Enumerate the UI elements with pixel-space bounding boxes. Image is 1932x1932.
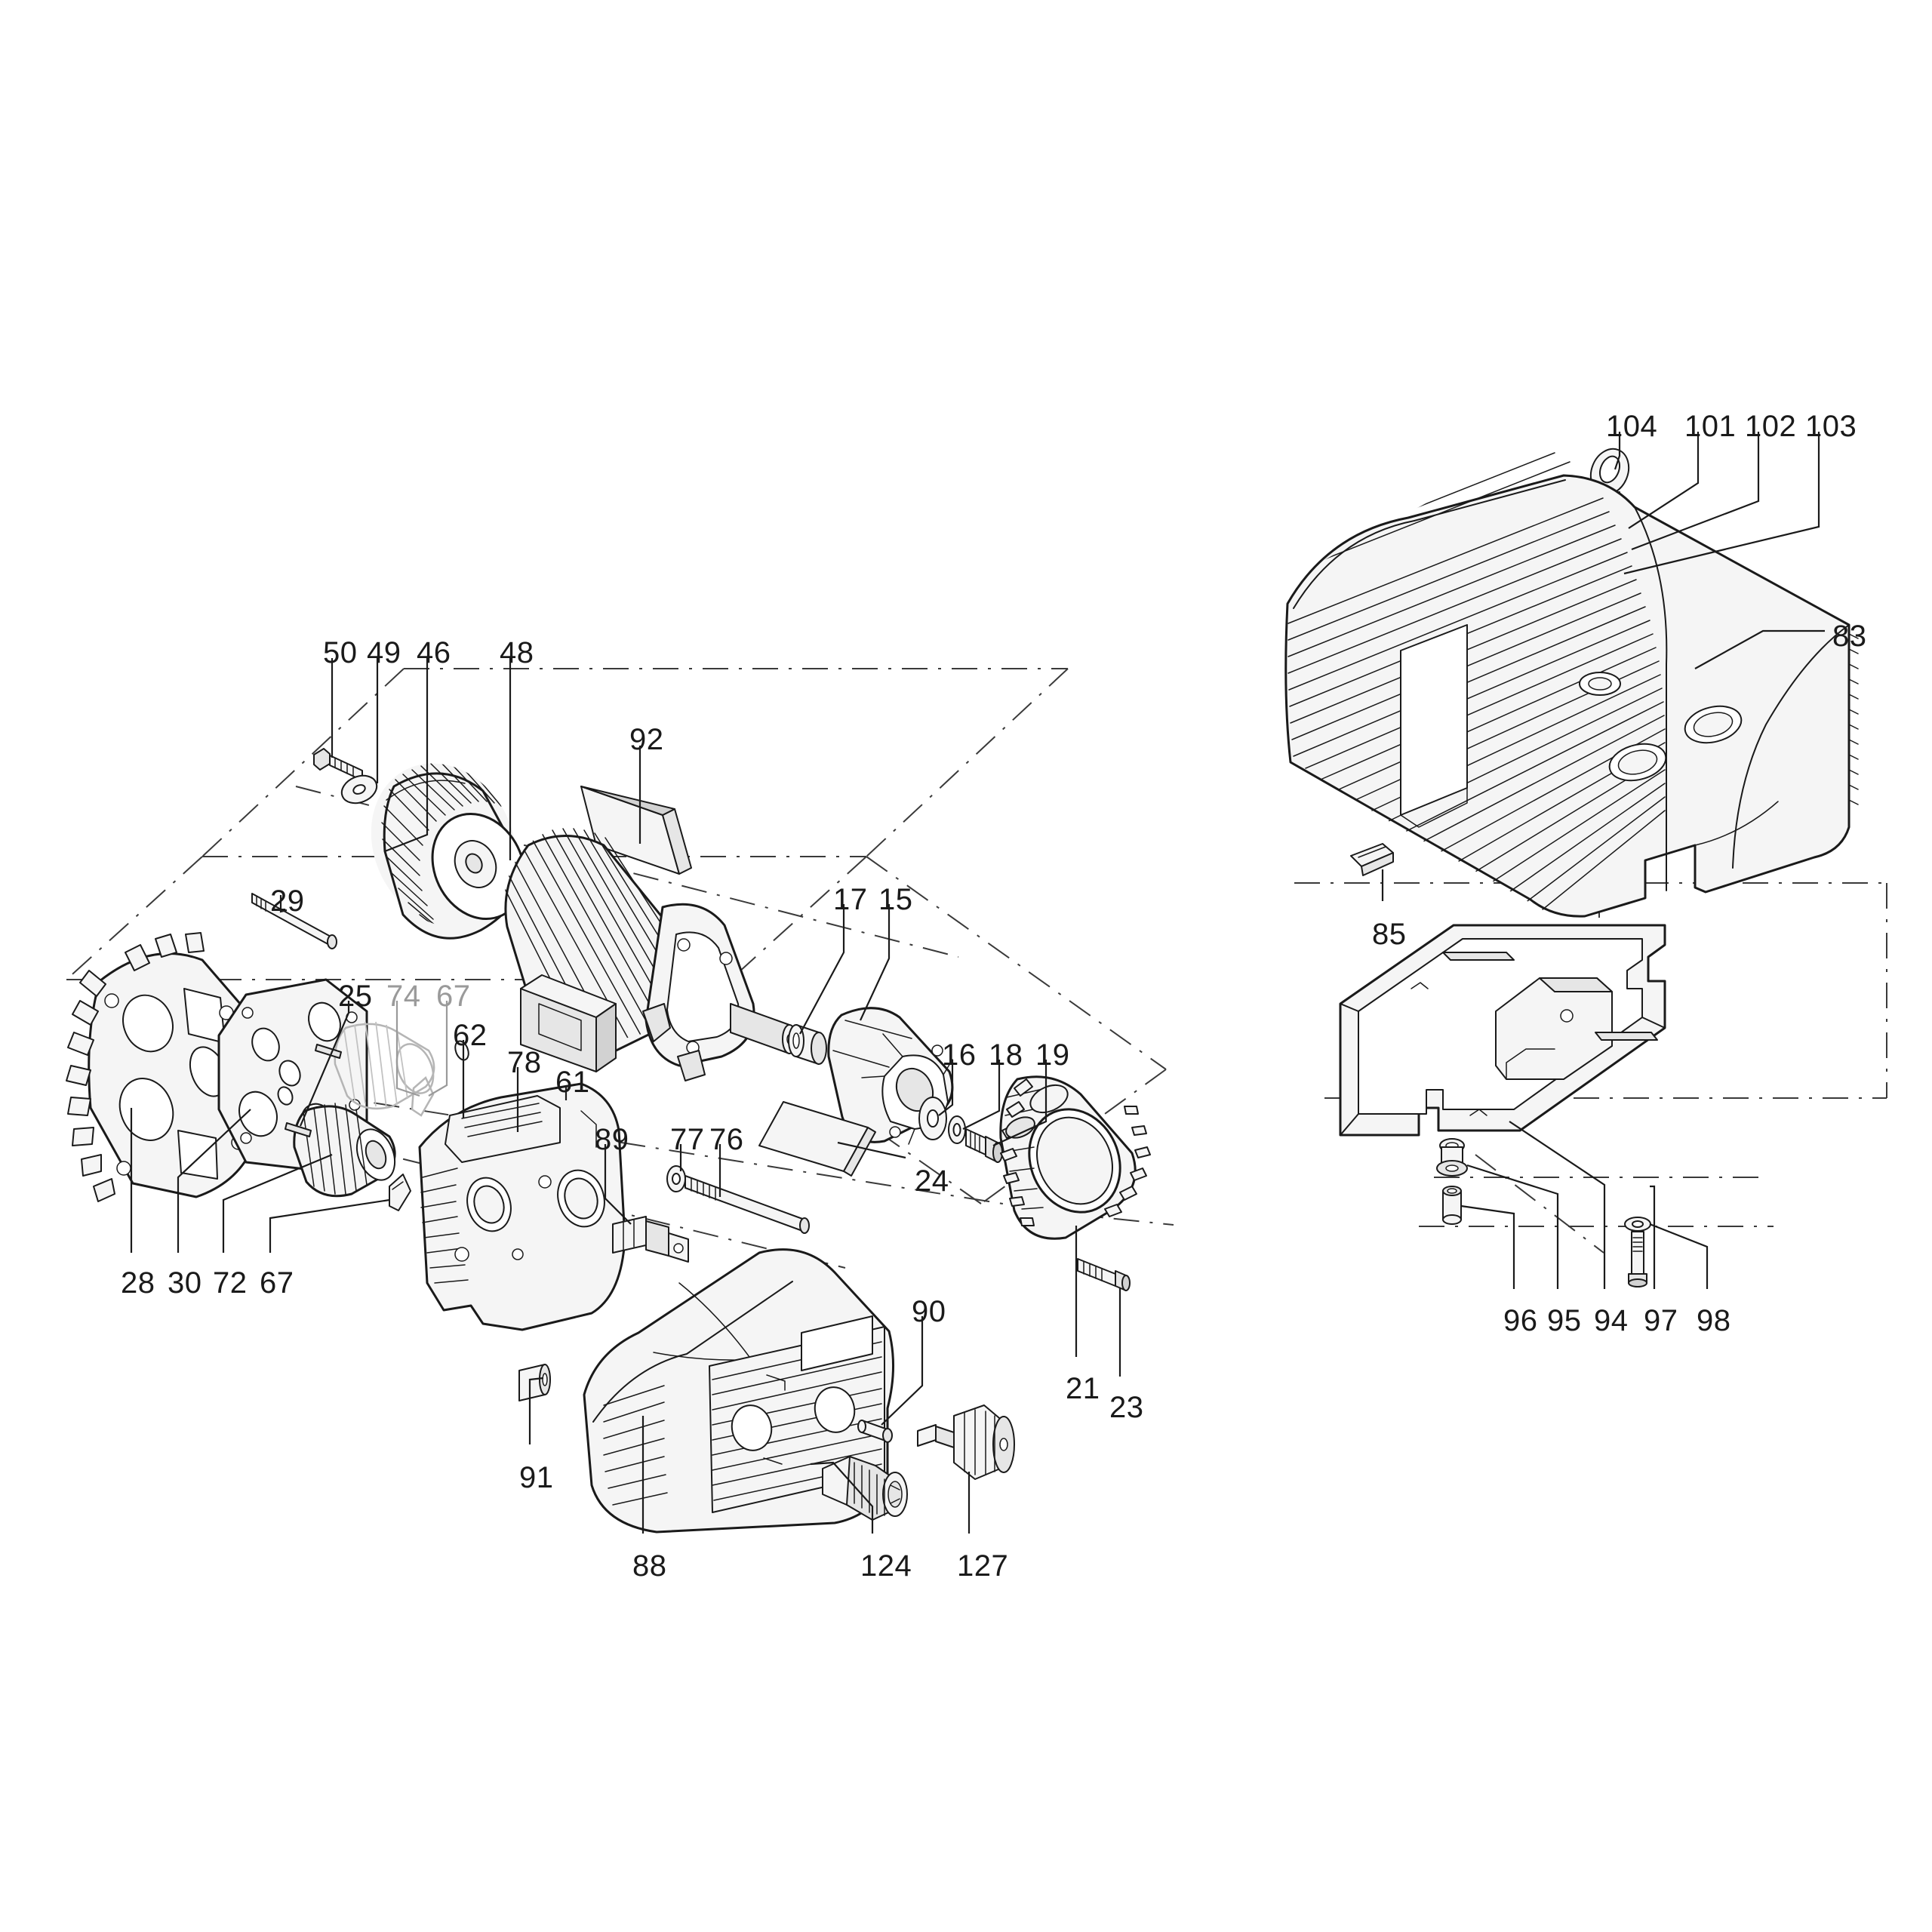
callout-104: 104 bbox=[1606, 410, 1658, 443]
callout-95: 95 bbox=[1547, 1304, 1582, 1337]
callout-49: 49 bbox=[367, 636, 401, 669]
part-88-front-cover bbox=[583, 1248, 895, 1534]
callout-124: 124 bbox=[860, 1549, 912, 1583]
callout-102: 102 bbox=[1745, 410, 1797, 443]
part-18-washer bbox=[948, 1115, 966, 1144]
part-76-long-screw bbox=[685, 1175, 810, 1234]
part-127-knob bbox=[917, 1404, 1015, 1480]
callout-85: 85 bbox=[1372, 918, 1407, 951]
callout-23: 23 bbox=[1109, 1391, 1144, 1424]
callout-103: 103 bbox=[1805, 410, 1857, 443]
part-92-key bbox=[580, 786, 692, 875]
part-97-bolt bbox=[1628, 1231, 1647, 1287]
part-61-mid-cover bbox=[418, 1082, 626, 1331]
callout-101: 101 bbox=[1684, 410, 1737, 443]
part-89-connector bbox=[612, 1216, 689, 1263]
part-94-base-plate bbox=[1339, 924, 1666, 1137]
callout-61: 61 bbox=[555, 1066, 590, 1099]
callout-18: 18 bbox=[989, 1038, 1023, 1072]
part-motor-stator bbox=[500, 786, 797, 1081]
part-85-clip bbox=[1350, 843, 1394, 876]
callout-77: 77 bbox=[670, 1123, 705, 1156]
callout-21: 21 bbox=[1066, 1372, 1100, 1405]
callout-92: 92 bbox=[629, 723, 664, 756]
part-90-screw bbox=[857, 1420, 893, 1443]
callout-25: 25 bbox=[338, 980, 373, 1013]
callout-48: 48 bbox=[500, 636, 534, 669]
part-46-fan bbox=[371, 761, 526, 941]
callout-19: 19 bbox=[1035, 1038, 1070, 1072]
part-29-tie-rod bbox=[251, 893, 337, 949]
callout-97: 97 bbox=[1644, 1304, 1678, 1337]
part-77-washer bbox=[666, 1165, 686, 1192]
part-24-plate bbox=[758, 1101, 876, 1177]
part-83-hood bbox=[1284, 452, 1859, 918]
part-23-screw bbox=[1077, 1258, 1131, 1291]
part-fastener-group-161819 bbox=[918, 1097, 1003, 1163]
callout-98: 98 bbox=[1697, 1304, 1731, 1337]
callout-24: 24 bbox=[915, 1164, 949, 1198]
part-72-filter bbox=[293, 1103, 396, 1198]
callout-83: 83 bbox=[1832, 620, 1867, 653]
callout-50: 50 bbox=[323, 636, 358, 669]
callout-17: 17 bbox=[833, 883, 868, 916]
part-17-bearing bbox=[788, 1024, 827, 1065]
part-fan-assembly bbox=[313, 748, 526, 941]
callout-127: 127 bbox=[957, 1549, 1009, 1583]
callout-74: 74 bbox=[386, 980, 421, 1013]
part-91-spacer bbox=[518, 1364, 551, 1401]
part-98-washer bbox=[1624, 1217, 1651, 1232]
part-16-washer bbox=[918, 1097, 947, 1140]
callout-15: 15 bbox=[878, 883, 913, 916]
callout-72: 72 bbox=[213, 1266, 248, 1300]
part-67-clip-lower bbox=[389, 1174, 411, 1211]
callout-76: 76 bbox=[709, 1123, 744, 1156]
callout-16: 16 bbox=[942, 1038, 977, 1072]
part-95-grommet bbox=[1436, 1138, 1468, 1177]
callout-94: 94 bbox=[1594, 1304, 1629, 1337]
part-19-screw bbox=[965, 1128, 1003, 1163]
part-21-fan-cover bbox=[999, 1075, 1151, 1291]
callout-78: 78 bbox=[507, 1046, 542, 1079]
part-50-screw bbox=[313, 748, 363, 781]
part-25-pin bbox=[285, 1044, 342, 1137]
callout-88: 88 bbox=[632, 1549, 667, 1583]
callout-67t: 67 bbox=[436, 980, 471, 1013]
callout-29: 29 bbox=[270, 884, 305, 918]
callout-89: 89 bbox=[595, 1123, 629, 1156]
part-124-fitting bbox=[822, 1456, 908, 1521]
callout-28: 28 bbox=[121, 1266, 155, 1300]
leader-lines bbox=[130, 432, 1825, 1534]
callout-62: 62 bbox=[453, 1019, 488, 1052]
callout-67b: 67 bbox=[260, 1266, 294, 1300]
callout-91: 91 bbox=[519, 1461, 554, 1494]
callout-90: 90 bbox=[912, 1295, 946, 1328]
callout-96: 96 bbox=[1503, 1304, 1538, 1337]
part-96-sleeve bbox=[1442, 1186, 1462, 1225]
part-49-washer bbox=[340, 774, 378, 804]
callout-46: 46 bbox=[417, 636, 451, 669]
callout-30: 30 bbox=[168, 1266, 202, 1300]
part-67-clip-upper-ghost bbox=[411, 1075, 435, 1117]
